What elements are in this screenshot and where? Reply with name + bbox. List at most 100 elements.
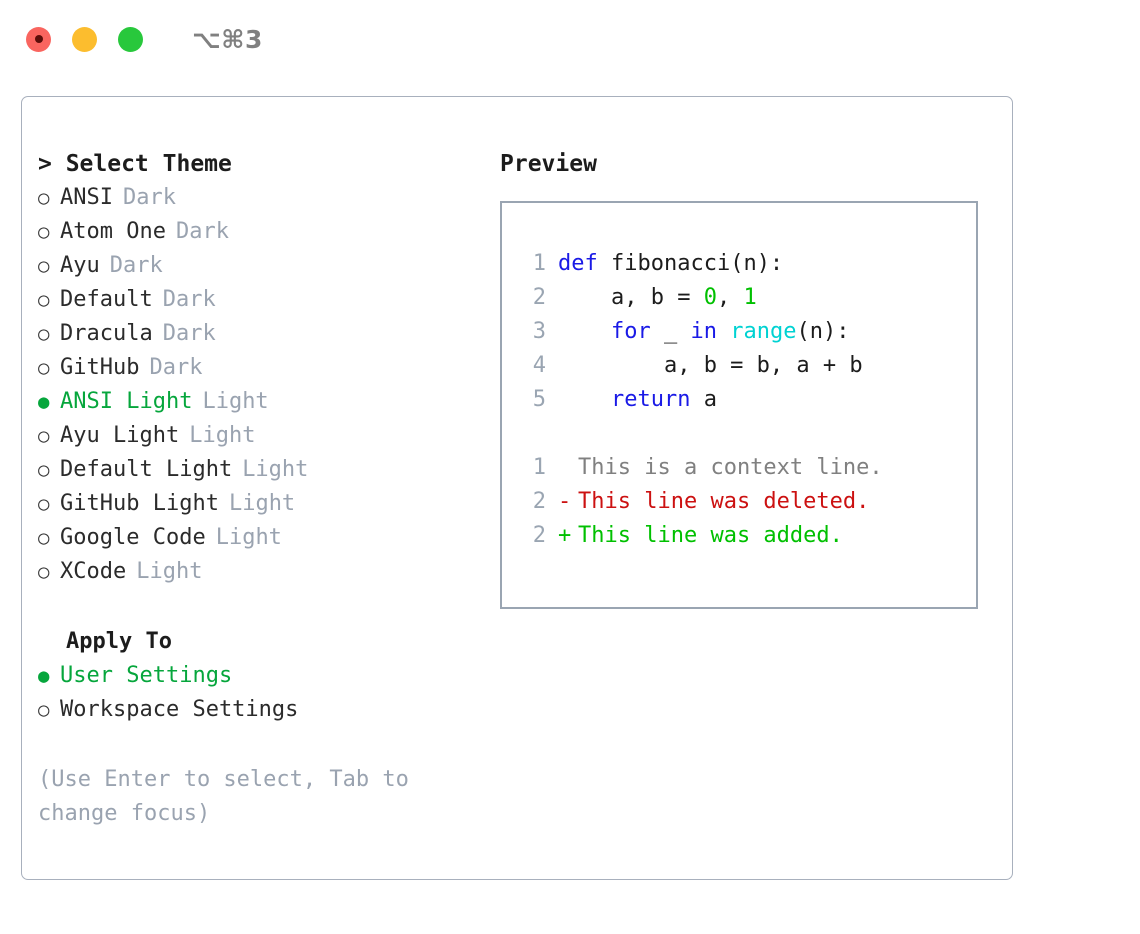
radio-icon: ○: [38, 255, 50, 277]
spacer: [516, 417, 976, 451]
theme-variant-badge: Light: [215, 525, 282, 550]
code-token: [717, 319, 730, 344]
apply-option-label: User Settings: [60, 663, 233, 688]
theme-variant-badge: Dark: [149, 355, 203, 380]
line-number: 2: [532, 285, 546, 310]
theme-option-github-light[interactable]: ○ GitHub Light Light: [38, 487, 478, 521]
theme-list-pane: > Select Theme ○ ANSI Dark ○ Atom One Da…: [38, 147, 478, 831]
radio-icon: ○: [38, 527, 50, 549]
radio-icon: ○: [38, 323, 50, 345]
apply-to-options: ● User Settings ○ Workspace Settings: [38, 659, 478, 727]
preview-pane: Preview 1 def fibonacci(n): 2 a, b = 0, …: [500, 147, 990, 609]
code-token: in: [690, 319, 717, 344]
line-number: 3: [532, 319, 546, 344]
code-token: a, b = b, a + b: [558, 353, 863, 378]
radio-icon: ○: [38, 289, 50, 311]
theme-option-ansi-light[interactable]: ● ANSI Light Light: [38, 385, 478, 419]
apply-option-user-settings[interactable]: ● User Settings: [38, 659, 478, 693]
code-token: _: [650, 319, 691, 344]
apply-to-header: Apply To: [66, 629, 172, 654]
apply-option-workspace-settings[interactable]: ○ Workspace Settings: [38, 693, 478, 727]
close-button[interactable]: [26, 26, 51, 52]
radio-icon: ○: [38, 187, 50, 209]
window-controls: [26, 26, 143, 52]
theme-name: ANSI: [60, 185, 113, 210]
code-token: range: [730, 319, 797, 344]
theme-variant-badge: Dark: [109, 253, 163, 278]
diff-marker: +: [558, 523, 572, 548]
code-token: def: [558, 251, 598, 276]
radio-icon: ○: [38, 425, 50, 447]
theme-option-dracula-dark[interactable]: ○ Dracula Dark: [38, 317, 478, 351]
line-number: 1: [532, 251, 546, 276]
theme-option-atom-one-dark[interactable]: ○ Atom One Dark: [38, 215, 478, 249]
line-number: 1: [532, 455, 546, 480]
theme-variant-badge: Light: [242, 457, 309, 482]
code-token: a, b =: [558, 285, 704, 310]
theme-name: Ayu: [60, 253, 100, 278]
maximize-button[interactable]: [118, 26, 143, 52]
theme-name: Dracula: [60, 321, 153, 346]
diff-text: This is a context line.: [578, 455, 883, 480]
line-number: 4: [532, 353, 546, 378]
keyboard-hint-text: (Use Enter to select, Tab to change focu…: [38, 767, 409, 826]
theme-variant-badge: Light: [202, 389, 269, 414]
code-token: ,: [716, 285, 744, 310]
theme-name: GitHub Light: [60, 491, 219, 516]
code-line: 4 a, b = b, a + b: [516, 349, 976, 383]
theme-variant-badge: Dark: [175, 219, 229, 244]
line-number: 2: [532, 523, 546, 548]
radio-icon: ○: [38, 459, 50, 481]
radio-icon: ○: [38, 699, 50, 721]
code-token: [558, 387, 611, 412]
theme-variant-badge: Dark: [162, 321, 216, 346]
theme-name: Atom One: [60, 219, 166, 244]
code-token: a: [690, 387, 717, 412]
minimize-button[interactable]: [72, 26, 97, 52]
theme-name: Default: [60, 287, 153, 312]
theme-option-ayu-dark[interactable]: ○ Ayu Dark: [38, 249, 478, 283]
theme-option-ayu-light[interactable]: ○ Ayu Light Light: [38, 419, 478, 453]
code-line: 1 def fibonacci(n):: [516, 247, 976, 281]
diff-text: This line was deleted.: [578, 489, 870, 514]
radio-icon: ○: [38, 221, 50, 243]
radio-icon: ○: [38, 357, 50, 379]
keyboard-shortcut-label: ⌥⌘3: [192, 24, 263, 54]
theme-name: GitHub: [60, 355, 140, 380]
theme-option-xcode[interactable]: ○ XCode Light: [38, 555, 478, 589]
theme-option-default-dark[interactable]: ○ Default Dark: [38, 283, 478, 317]
theme-name: Default Light: [60, 457, 233, 482]
code-token: 1: [743, 285, 757, 310]
theme-variant-badge: Dark: [122, 185, 176, 210]
code-token: 0: [703, 285, 717, 310]
theme-picker-window: > Select Theme ○ ANSI Dark ○ Atom One Da…: [21, 96, 1013, 880]
code-token: [558, 319, 611, 344]
line-number: 2: [532, 489, 546, 514]
line-number: 5: [532, 387, 546, 412]
theme-option-google-code[interactable]: ○ Google Code Light: [38, 521, 478, 555]
theme-variant-badge: Light: [228, 491, 296, 516]
radio-selected-icon: ●: [38, 665, 50, 687]
select-theme-header: > Select Theme: [38, 151, 232, 177]
title-bar: ⌥⌘3: [0, 0, 1140, 78]
theme-option-ansi-dark[interactable]: ○ ANSI Dark: [38, 181, 478, 215]
preview-header: Preview: [500, 151, 597, 177]
code-token: fibonacci(n):: [597, 251, 784, 276]
theme-variant-badge: Light: [189, 423, 256, 448]
theme-variant-badge: Dark: [162, 287, 216, 312]
radio-icon: ○: [38, 561, 50, 583]
diff-marker: -: [558, 489, 572, 514]
radio-icon: ○: [38, 493, 50, 515]
theme-option-default-light[interactable]: ○ Default Light Light: [38, 453, 478, 487]
theme-name: Ayu Light: [60, 423, 180, 448]
code-line: 3 for _ in range(n):: [516, 315, 976, 349]
code-token: return: [610, 387, 691, 412]
diff-line-added: 2 + This line was added.: [516, 519, 976, 553]
code-line: 5 return a: [516, 383, 976, 417]
theme-name: XCode: [60, 559, 127, 584]
theme-name: ANSI Light: [60, 389, 193, 414]
theme-option-github-dark[interactable]: ○ GitHub Dark: [38, 351, 478, 385]
spacer: [38, 589, 478, 625]
diff-line-context: 1 This is a context line.: [516, 451, 976, 485]
